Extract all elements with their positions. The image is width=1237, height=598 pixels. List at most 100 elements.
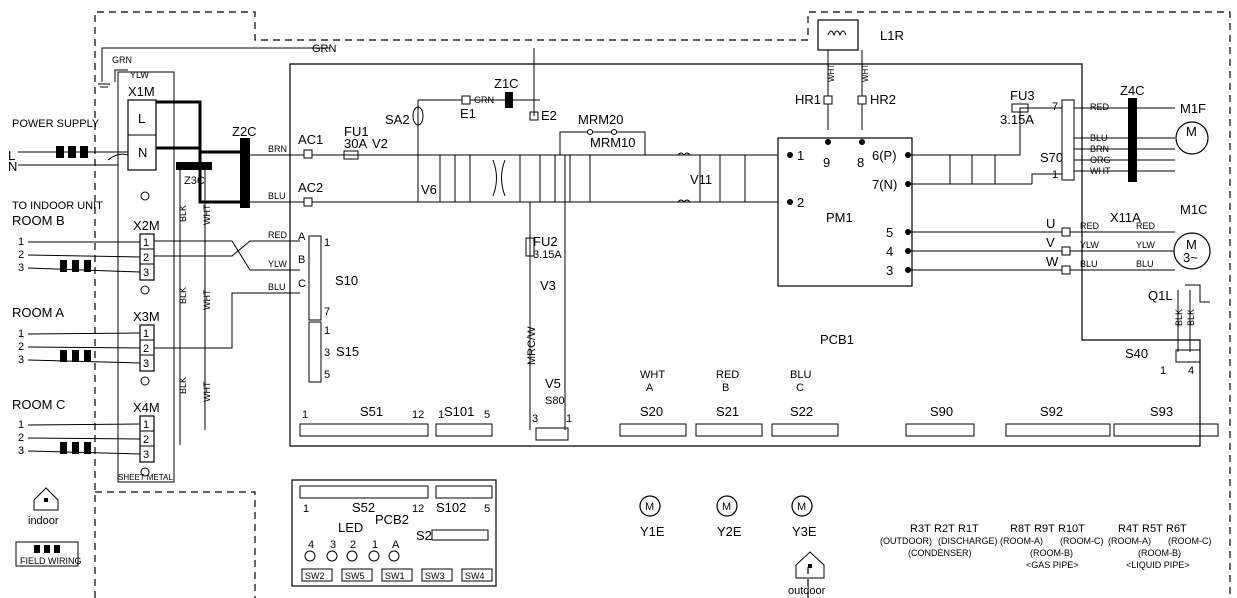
ac2-label: AC2: [298, 180, 323, 195]
svg-text:1: 1: [18, 419, 24, 431]
svg-text:V3: V3: [540, 278, 556, 293]
svg-text:(ROOM-A): (ROOM-A): [1000, 536, 1043, 546]
z3c-core: [176, 162, 212, 170]
svg-text:YLW: YLW: [1136, 240, 1155, 250]
svg-text:V: V: [1046, 235, 1055, 250]
svg-text:BLK: BLK: [178, 287, 188, 304]
s22-connector: [771, 423, 839, 437]
svg-text:S2: S2: [416, 528, 432, 543]
svg-text:FU3: FU3: [1010, 88, 1035, 103]
svg-text:<GAS PIPE>: <GAS PIPE>: [1026, 560, 1079, 570]
svg-text:BRN: BRN: [268, 144, 287, 154]
y2e-valve-motor: [716, 495, 738, 517]
ac1-terminal: [303, 149, 313, 159]
svg-text:R3T: R3T: [910, 523, 931, 535]
svg-text:GRN: GRN: [312, 43, 337, 55]
svg-text:RED: RED: [1136, 221, 1156, 231]
s2-connector: [431, 529, 489, 541]
room-a-label: ROOM A: [12, 305, 64, 320]
svg-text:RED: RED: [1080, 221, 1100, 231]
svg-text:8: 8: [857, 155, 864, 170]
svg-text:R9T: R9T: [1034, 523, 1055, 535]
svg-text:5: 5: [484, 409, 490, 421]
svg-text:(ROOM-C): (ROOM-C): [1168, 536, 1212, 546]
z1c-core: [505, 92, 513, 108]
svg-text:12: 12: [412, 409, 424, 421]
svg-text:LED: LED: [338, 520, 363, 535]
svg-text:5: 5: [324, 369, 330, 381]
sw4-button: SW4: [465, 571, 485, 581]
svg-text:FU1: FU1: [344, 124, 369, 139]
svg-text:GRN: GRN: [474, 95, 494, 105]
outdoor-house-icon: [795, 551, 825, 579]
svg-text:1: 1: [302, 409, 308, 421]
led-indicators: [304, 550, 400, 562]
svg-text:V11: V11: [690, 172, 712, 187]
svg-text:6(P): 6(P): [872, 148, 897, 163]
svg-text:YLW: YLW: [268, 259, 287, 269]
svg-text:(ROOM-B): (ROOM-B): [1030, 548, 1073, 558]
svg-text:3: 3: [886, 263, 893, 278]
svg-text:3: 3: [143, 358, 149, 370]
svg-text:YLW: YLW: [130, 70, 149, 80]
svg-text:A: A: [392, 539, 400, 551]
svg-text:2: 2: [143, 252, 149, 264]
fu3-fuse: [1011, 103, 1029, 113]
svg-text:W: W: [1046, 254, 1059, 269]
svg-text:FU2: FU2: [533, 234, 558, 249]
svg-text:4: 4: [1188, 365, 1194, 377]
svg-text:M: M: [1186, 237, 1197, 252]
s21-connector: [695, 423, 763, 437]
svg-text:WHT: WHT: [861, 64, 870, 82]
indoor-boundary: [95, 491, 256, 598]
svg-text:5: 5: [484, 503, 490, 515]
z2c-core: [240, 138, 250, 208]
svg-text:30A: 30A: [344, 136, 367, 151]
sw5-button: SW5: [345, 571, 365, 581]
svg-text:WHT: WHT: [640, 369, 665, 381]
svg-text:M: M: [645, 501, 654, 513]
svg-text:MRM20: MRM20: [578, 112, 624, 127]
room-c-cable: 123: [18, 419, 141, 457]
svg-text:WHT: WHT: [202, 381, 212, 402]
s93-connector: [1113, 423, 1219, 437]
svg-text:YLW: YLW: [1080, 240, 1099, 250]
svg-text:S52: S52: [352, 500, 375, 515]
svg-text:BLU: BLU: [790, 369, 811, 381]
svg-text:2: 2: [143, 343, 149, 355]
s52-connector: [299, 485, 429, 499]
svg-text:2: 2: [350, 539, 356, 551]
svg-text:3: 3: [532, 413, 538, 425]
svg-text:2: 2: [18, 432, 24, 444]
field-wiring-label: FIELD WIRING: [20, 556, 82, 566]
indoor-house-icon: [33, 487, 59, 511]
svg-text:3: 3: [143, 267, 149, 279]
svg-text:BLK: BLK: [178, 205, 188, 222]
svg-text:Z1C: Z1C: [494, 76, 519, 91]
svg-text:S102: S102: [436, 500, 466, 515]
x1m-label: X1M: [128, 84, 155, 99]
svg-text:BLU: BLU: [1136, 259, 1154, 269]
svg-text:1: 1: [1160, 365, 1166, 377]
svg-text:HR2: HR2: [870, 92, 896, 107]
svg-text:BLU: BLU: [1080, 259, 1098, 269]
svg-text:R1T: R1T: [958, 523, 979, 535]
svg-text:S80: S80: [545, 395, 565, 407]
room-b-label: ROOM B: [12, 213, 65, 228]
svg-text:(ROOM-A): (ROOM-A): [1108, 536, 1151, 546]
svg-text:R8T: R8T: [1010, 523, 1031, 535]
svg-text:WHT: WHT: [202, 204, 212, 225]
x2m-label: X2M: [133, 218, 160, 233]
s40-connector: [1175, 349, 1201, 363]
svg-text:1: 1: [143, 237, 149, 249]
svg-text:R10T: R10T: [1058, 523, 1085, 535]
y1e-valve-motor: [639, 495, 661, 517]
svg-text:S40: S40: [1125, 346, 1148, 361]
svg-text:L1R: L1R: [880, 28, 904, 43]
svg-text:E2: E2: [541, 108, 557, 123]
svg-text:M1C: M1C: [1180, 202, 1207, 217]
svg-text:B: B: [298, 254, 305, 266]
svg-text:1: 1: [18, 328, 24, 340]
svg-text:M: M: [1186, 124, 1197, 139]
svg-text:1: 1: [438, 409, 444, 421]
